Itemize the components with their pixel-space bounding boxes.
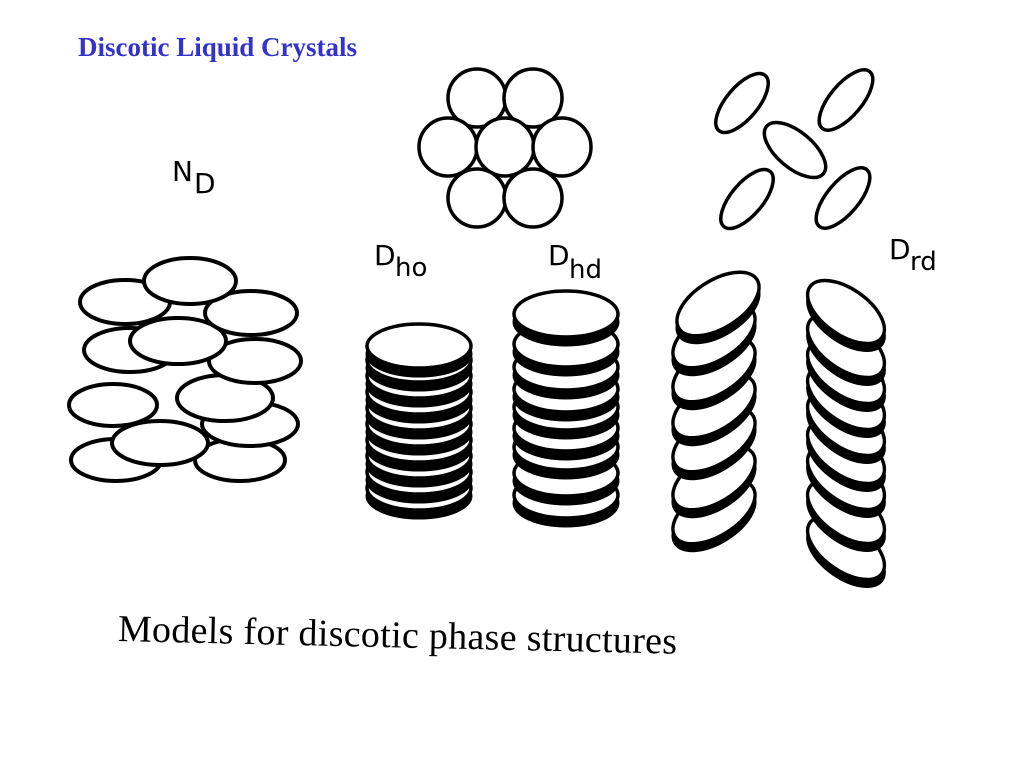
column-drd-right xyxy=(805,278,887,588)
nematic-discs xyxy=(67,256,303,483)
label-nd-sub: D xyxy=(194,167,216,200)
nd-disc xyxy=(110,419,210,467)
nd-disc xyxy=(203,289,299,337)
rect-disc xyxy=(714,71,770,135)
rect-disc xyxy=(814,166,872,230)
rect-disc xyxy=(762,120,828,180)
slide-title: Discotic Liquid Crystals xyxy=(78,32,358,62)
hex-disc xyxy=(531,116,593,178)
column-dhd xyxy=(512,289,620,528)
hex-disc xyxy=(446,167,508,229)
label-nd: N D xyxy=(172,155,216,200)
disc-face xyxy=(675,270,761,338)
label-drd-main: D xyxy=(889,233,911,266)
label-drd-sub: rd xyxy=(910,247,937,277)
label-dho: D ho xyxy=(374,239,427,283)
label-dho-main: D xyxy=(374,239,396,272)
column-drd-left xyxy=(671,270,761,553)
label-dho-sub: ho xyxy=(395,253,427,283)
nd-disc xyxy=(142,256,238,306)
hex-disc xyxy=(417,116,479,178)
column-dho xyxy=(365,322,473,520)
label-drd: D rd xyxy=(889,233,937,277)
hex-disc xyxy=(502,67,564,129)
rect-disc xyxy=(817,68,875,132)
nd-disc xyxy=(67,382,159,428)
disc-face xyxy=(365,322,473,370)
nd-disc xyxy=(128,316,228,366)
label-nd-main: N xyxy=(172,155,193,188)
disc-face xyxy=(512,289,620,339)
hexagonal-packing-topview xyxy=(417,67,593,229)
rectangular-packing-topview xyxy=(714,68,875,231)
nd-disc xyxy=(207,337,303,385)
label-dnd-sub: hd xyxy=(569,255,602,285)
rect-disc xyxy=(719,167,775,231)
label-dnd: D hd xyxy=(548,239,602,285)
hex-disc xyxy=(502,167,564,229)
label-dnd-main: D xyxy=(548,239,570,272)
hex-disc xyxy=(474,116,536,178)
disc-face xyxy=(805,278,887,346)
